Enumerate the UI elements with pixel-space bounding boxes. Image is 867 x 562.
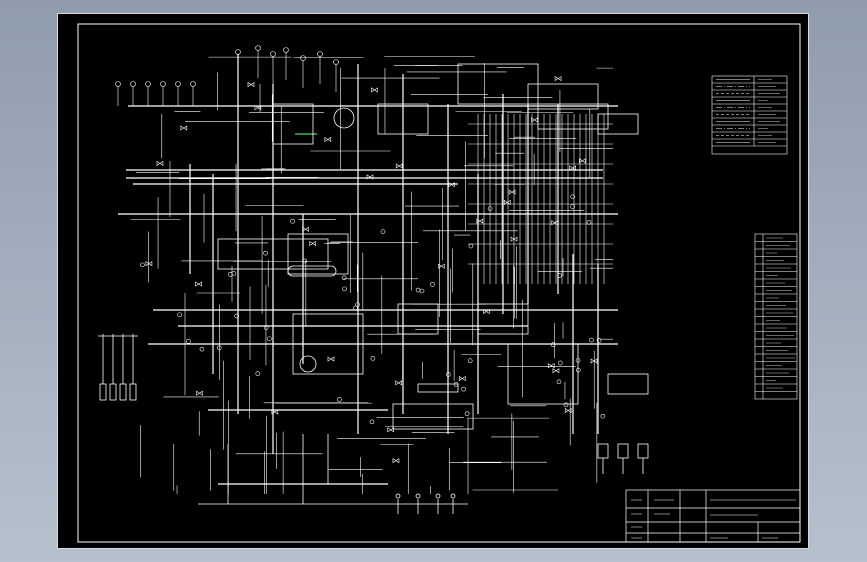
secondary-piping — [130, 56, 613, 494]
inner-frame — [77, 23, 801, 543]
legend-table — [711, 75, 788, 155]
instrument-symbols — [115, 45, 606, 464]
main-piping — [118, 54, 618, 485]
equipment-list-table — [754, 233, 798, 400]
schematic-drawing — [77, 23, 801, 543]
drawing-sheet — [57, 13, 809, 549]
equipment-blocks — [98, 63, 649, 514]
title-block — [625, 489, 801, 543]
